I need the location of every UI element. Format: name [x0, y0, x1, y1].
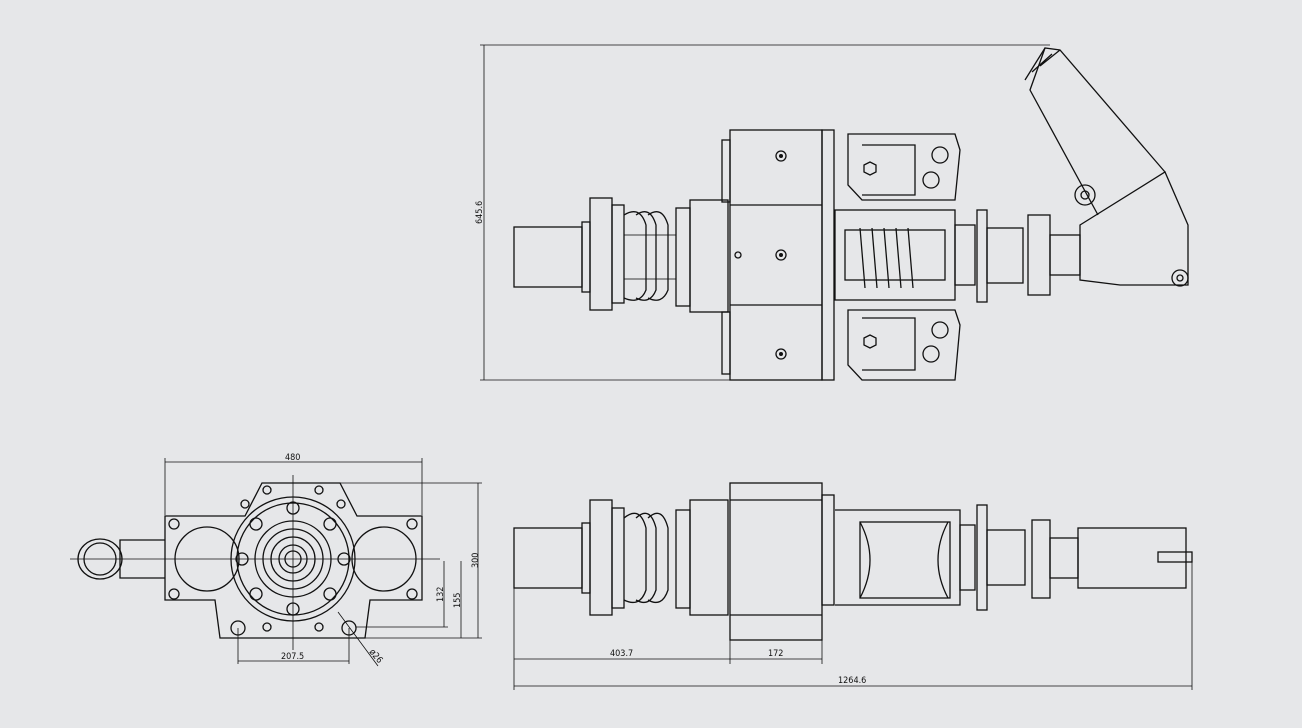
- actuator-top: [847, 133, 961, 201]
- dimension-label: ø26: [367, 648, 384, 666]
- dimension-label: 132: [436, 587, 446, 602]
- front-view: 480 300 155 132 207.5 ø26: [70, 453, 482, 667]
- flange: [589, 197, 613, 311]
- flange: [1031, 519, 1051, 599]
- outlet-body: [1077, 527, 1187, 589]
- dimension-label: 172: [768, 649, 783, 659]
- flange: [976, 504, 988, 611]
- dimension-label: 403.7: [610, 649, 633, 659]
- dimension-label: 207.5: [281, 652, 304, 662]
- inlet-pipe: [513, 226, 583, 288]
- dimension-label: 480: [285, 453, 300, 463]
- elbow-outlet: [1024, 47, 1189, 287]
- side-view: 403.7 172 1264.6: [513, 482, 1193, 690]
- spring: [623, 211, 677, 301]
- spring: [623, 512, 669, 604]
- actuator-bottom: [847, 309, 961, 381]
- dimension-label: 645.6: [475, 201, 485, 224]
- flange: [976, 209, 988, 303]
- mounting-plate: [164, 482, 423, 639]
- dimension-645-6: 645.6: [475, 44, 1050, 381]
- flange: [1027, 214, 1051, 296]
- top-view: 645.6: [475, 44, 1189, 381]
- dimension-label: 155: [453, 593, 463, 608]
- flange: [689, 499, 729, 616]
- dimension-label: 300: [471, 553, 481, 568]
- dimension-label: 1264.6: [838, 676, 866, 686]
- main-housing: [729, 482, 823, 641]
- inlet-pipe: [513, 527, 583, 589]
- flange: [589, 499, 613, 616]
- flange: [689, 199, 729, 313]
